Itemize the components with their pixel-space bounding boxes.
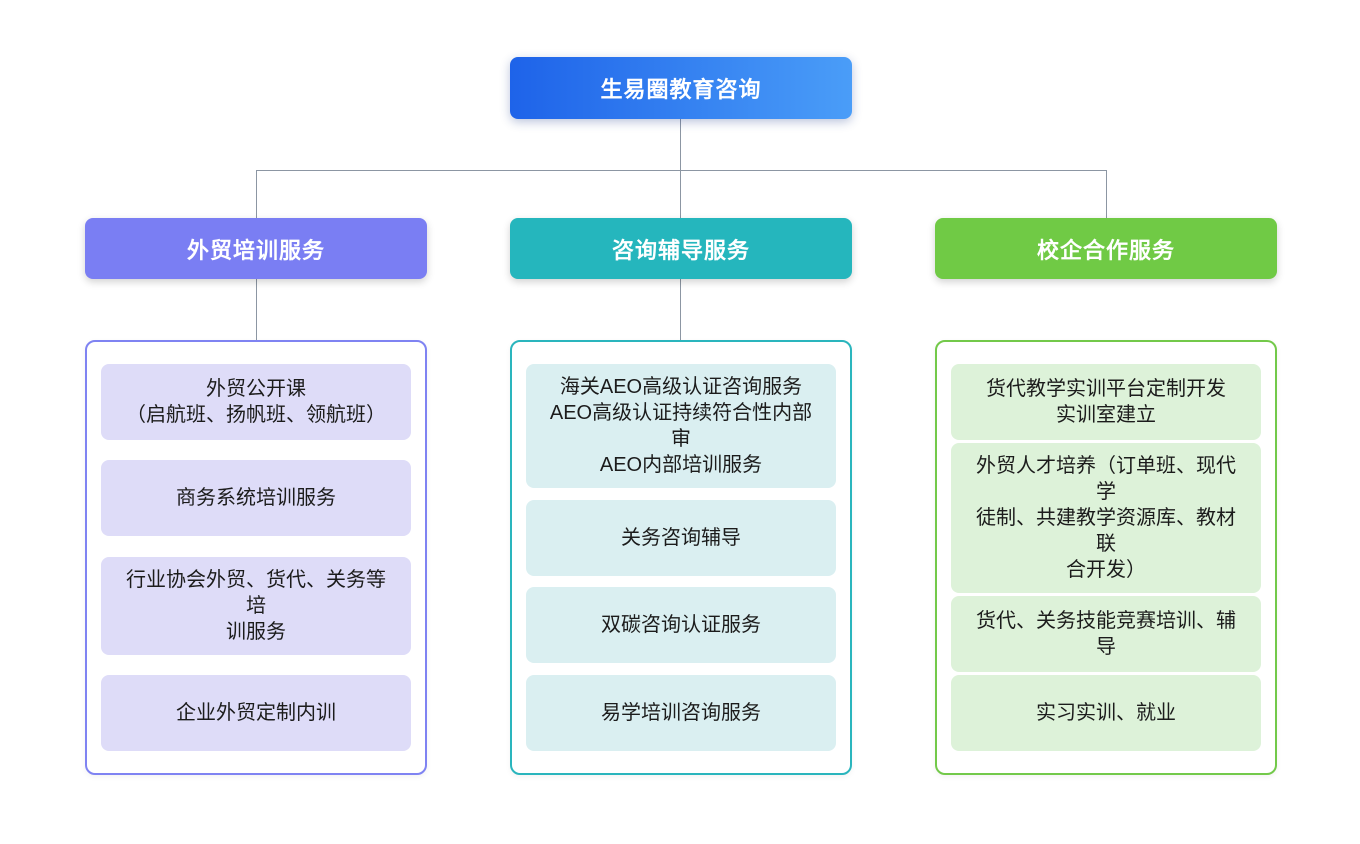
connector-line <box>680 119 681 170</box>
service-item: 海关AEO高级认证咨询服务 AEO高级认证持续符合性内部审 AEO内部培训服务 <box>526 364 836 488</box>
connector-line <box>256 170 257 218</box>
service-item: 外贸人才培养（订单班、现代学 徒制、共建教学资源库、教材联 合开发） <box>951 443 1261 593</box>
connector-line <box>680 170 681 218</box>
service-item: 实习实训、就业 <box>951 675 1261 751</box>
branch-header-school-enterprise: 校企合作服务 <box>935 218 1277 279</box>
branch-header-label: 咨询辅导服务 <box>611 237 750 263</box>
connector-line <box>1106 170 1107 218</box>
branch-container-school-enterprise: 货代教学实训平台定制开发 实训室建立 外贸人才培养（订单班、现代学 徒制、共建教… <box>935 340 1277 775</box>
branch-header-label: 外贸培训服务 <box>186 237 325 263</box>
branch-header-foreign-trade-training: 外贸培训服务 <box>85 218 427 279</box>
root-node-label: 生易圈教育咨询 <box>600 77 762 102</box>
connector-line <box>256 170 1106 171</box>
service-item: 行业协会外贸、货代、关务等培 训服务 <box>101 556 411 655</box>
connector-line <box>256 279 257 340</box>
connector-line <box>680 279 681 340</box>
service-item: 商务系统培训服务 <box>101 460 411 537</box>
branch-header-label: 校企合作服务 <box>1036 237 1175 263</box>
branch-container-foreign-trade-training: 外贸公开课 （启航班、扬帆班、领航班） 商务系统培训服务 行业协会外贸、货代、关… <box>85 340 427 775</box>
service-item: 外贸公开课 （启航班、扬帆班、领航班） <box>101 364 411 440</box>
service-item: 货代、关务技能竞赛培训、辅导 <box>951 596 1261 672</box>
service-item: 关务咨询辅导 <box>526 499 836 576</box>
service-item: 企业外贸定制内训 <box>101 674 411 751</box>
service-item: 货代教学实训平台定制开发 实训室建立 <box>951 364 1261 440</box>
service-item: 双碳咨询认证服务 <box>526 587 836 664</box>
branch-header-consulting-coaching: 咨询辅导服务 <box>510 218 852 279</box>
branch-container-consulting-coaching: 海关AEO高级认证咨询服务 AEO高级认证持续符合性内部审 AEO内部培训服务 … <box>510 340 852 775</box>
root-node: 生易圈教育咨询 <box>510 57 852 119</box>
service-item: 易学培训咨询服务 <box>526 674 836 751</box>
